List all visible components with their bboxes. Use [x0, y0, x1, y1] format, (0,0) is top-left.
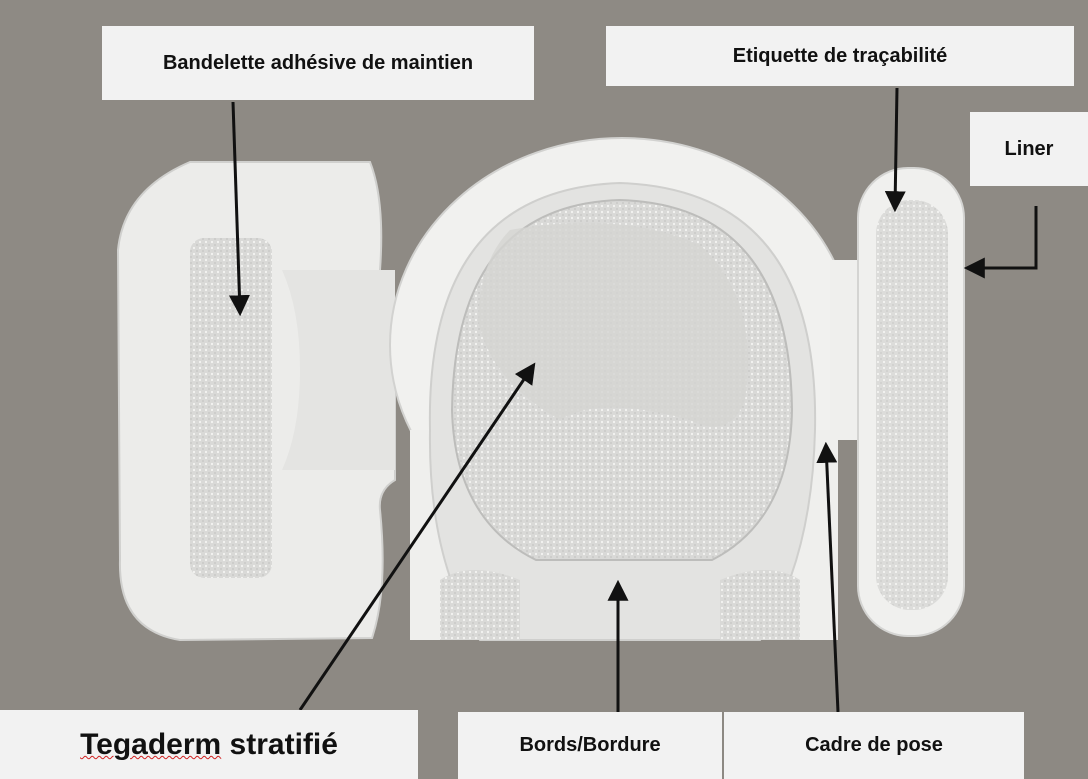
label-etiquette-text: Etiquette de traçabilité: [732, 44, 948, 67]
arrow-etiquette: [884, 87, 906, 213]
left-adhesive-strip: [190, 238, 272, 578]
lower-right-pad: [720, 570, 800, 640]
arrow-cadre: [816, 441, 840, 713]
right-strip-texture: [876, 200, 948, 610]
label-cadre: Cadre de pose: [724, 712, 1024, 779]
lower-left-pad: [440, 570, 520, 640]
label-tegaderm-word: Tegaderm: [80, 727, 222, 761]
arrow-liner: [963, 206, 1038, 279]
label-cadre-text: Cadre de pose: [805, 734, 943, 756]
label-bords-text: Bords/Bordure: [519, 734, 661, 756]
arrow-tegaderm: [298, 362, 536, 711]
label-etiquette: Etiquette de traçabilité: [606, 26, 1074, 86]
label-liner: Liner: [970, 112, 1088, 186]
label-bandelette: Bandelette adhésive de maintien: [102, 26, 534, 100]
left-tab-connector: [282, 270, 395, 470]
label-liner-text: Liner: [1004, 137, 1054, 160]
label-tegaderm: Tegaderm stratifié: [0, 710, 418, 779]
arrow-bandelette: [228, 101, 250, 317]
label-bandelette-text: Bandelette adhésive de maintien: [162, 51, 474, 74]
film-window-clear-area: [478, 222, 748, 427]
label-bords: Bords/Bordure: [458, 712, 722, 779]
label-tegaderm-rest: stratifié: [221, 727, 338, 761]
